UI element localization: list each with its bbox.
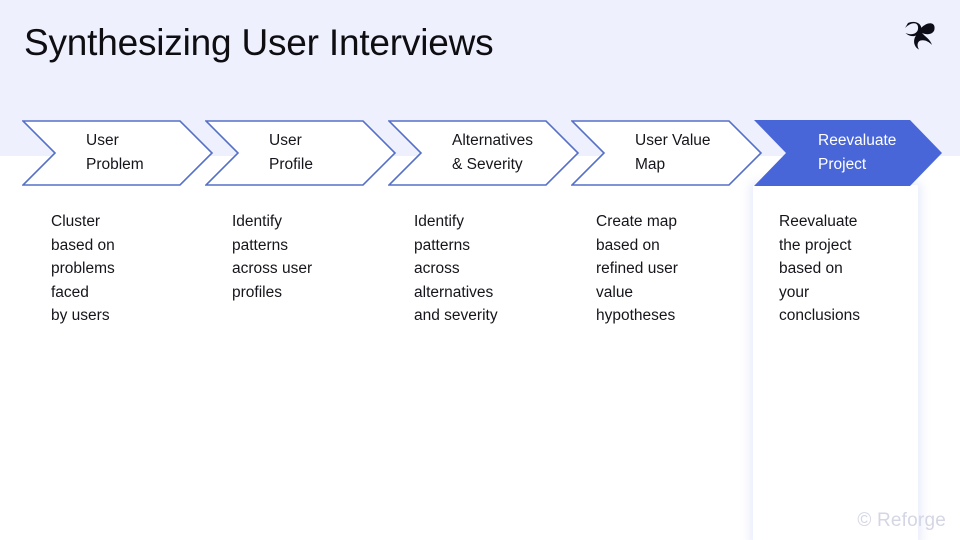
process-step-description-2: Identify patterns across user profiles — [232, 213, 313, 301]
process-step-chevron-3[interactable]: Alternatives & Severity — [388, 120, 596, 186]
process-description-row: Cluster based on problems faced by users… — [0, 210, 960, 340]
process-step-description-1: Cluster based on problems faced by users — [51, 213, 115, 324]
process-step-chevron-2[interactable]: User Profile — [205, 120, 413, 186]
page-title: Synthesizing User Interviews — [24, 22, 494, 63]
process-step-label: Reevaluate Project — [818, 132, 897, 173]
process-step-description-4: Create map based on refined user value h… — [596, 213, 678, 324]
process-step-description-3: Identify patterns across alternatives an… — [414, 213, 498, 324]
process-chevron-row: User Problem User Profile Alternatives &… — [0, 120, 960, 186]
process-step-chevron-4[interactable]: User Value Map — [571, 120, 779, 186]
process-step-description-5: Reevaluate the project based on your con… — [779, 213, 860, 324]
reforge-watermark: © Reforge — [857, 510, 946, 531]
process-step-chevron-5[interactable]: Reevaluate Project — [754, 120, 960, 186]
reforge-logo-icon — [903, 20, 939, 52]
process-step-label: User Profile — [269, 132, 313, 173]
process-step-chevron-1[interactable]: User Problem — [22, 120, 230, 186]
highlight-card — [753, 185, 918, 540]
process-step-label: Alternatives & Severity — [452, 132, 533, 173]
process-step-label: User Value Map — [635, 132, 711, 173]
process-step-label: User Problem — [86, 132, 144, 173]
